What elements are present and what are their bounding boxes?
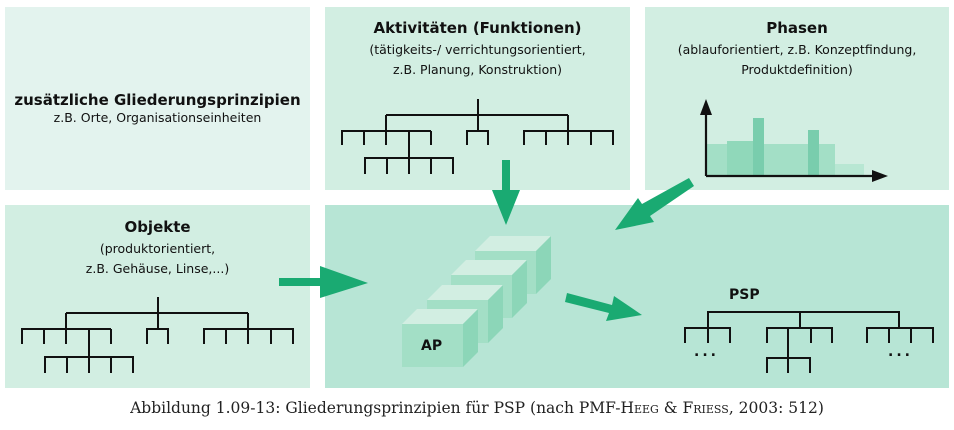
psp-label: PSP (729, 287, 760, 303)
activities-tree-icon (341, 99, 614, 174)
work-package-cube-1 (402, 309, 478, 367)
phase-bar-6 (819, 144, 835, 175)
work-package-label: AP (421, 338, 443, 354)
phase-chart (700, 99, 888, 182)
objects-title: Objekte (124, 218, 191, 236)
arrow-right-icon (279, 266, 368, 298)
work-package-cubes (402, 236, 551, 367)
phase-bar-7 (835, 164, 864, 175)
caption-suffix: , 2003: 512) (728, 399, 824, 417)
panel-additional-principles: zusätzliche Gliederungsprinzipien z.B. O… (5, 7, 310, 190)
arrow-down-icon (492, 160, 520, 225)
phases-title: Phasen (766, 19, 828, 37)
x-axis-arrowhead-icon (872, 170, 888, 182)
figure-caption: Abbildung 1.09-13: Gliederungsprinzipien… (0, 399, 954, 417)
objects-tree-icon (21, 297, 294, 373)
caption-ampersand: & (658, 399, 683, 417)
caption-author-2: Friess (682, 399, 729, 417)
activities-title: Aktivitäten (Funktionen) (373, 19, 582, 37)
caption-author-1: Heeg (620, 399, 659, 417)
arrow-diagonal-down-right-icon (565, 293, 642, 321)
activities-subtitle: (tätigkeits-/ verrichtungsorientiert, z.… (369, 42, 586, 77)
panel-activities: Aktivitäten (Funktionen) (tätigkeits-/ v… (325, 7, 630, 190)
psp-ellipsis-left: ... (694, 344, 719, 360)
psp-ellipsis-right: ... (888, 344, 913, 360)
additional-principles-subtitle: z.B. Orte, Organisationseinheiten (53, 110, 262, 125)
y-axis-arrowhead-icon (700, 99, 712, 115)
phase-chart-axes (704, 110, 876, 178)
phase-bar-2 (727, 141, 753, 175)
phase-bar-3 (753, 118, 764, 175)
arrow-diagonal-down-left-icon (615, 178, 694, 230)
phase-bar-5 (808, 130, 819, 175)
caption-text: Abbildung 1.09-13: Gliederungsprinzipien… (130, 399, 621, 417)
additional-principles-title: zusätzliche Gliederungsprinzipien (14, 91, 301, 109)
phases-subtitle: (ablauforientiert, z.B. Konzeptfindung, … (677, 42, 917, 77)
phase-bar-1 (707, 144, 727, 175)
phase-bar-4 (764, 144, 808, 175)
objects-subtitle: (produktorientiert, z.B. Gehäuse, Linse,… (85, 241, 230, 276)
psp-tree-icon (684, 311, 934, 373)
